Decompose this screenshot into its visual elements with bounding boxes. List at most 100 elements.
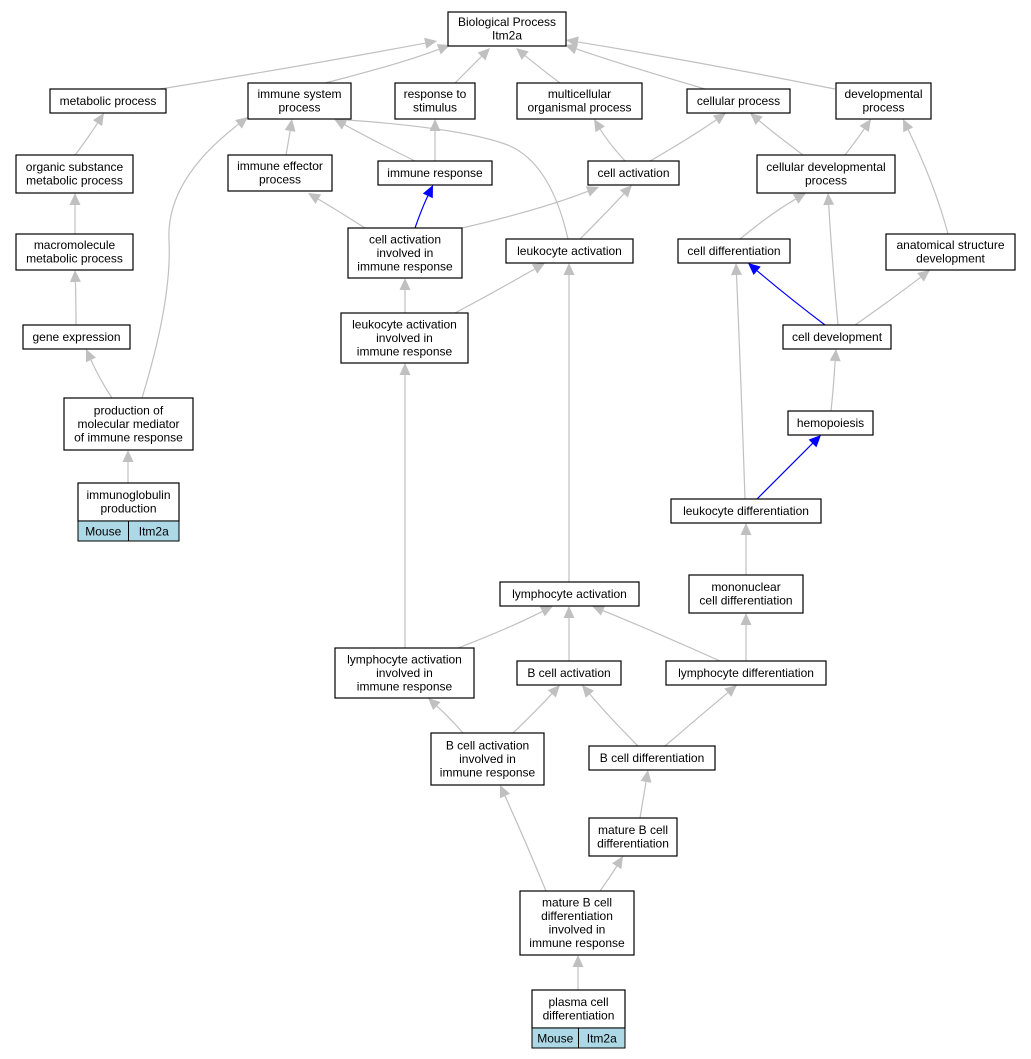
arrowhead	[592, 605, 606, 616]
node-box	[15, 154, 134, 194]
node-label-line: involved in	[376, 666, 433, 680]
go-term-node-ge[interactable]: gene expression	[22, 324, 131, 350]
go-term-node-lymd[interactable]: lymphocyte differentiation	[665, 660, 827, 686]
species-label: Mouse	[537, 1032, 573, 1046]
go-term-node-ca[interactable]: cell activation	[587, 160, 680, 186]
node-label-line: leukocyte activation	[517, 244, 622, 258]
node-label-line: process	[805, 174, 847, 188]
go-term-node-bca[interactable]: B cell activation	[516, 660, 622, 686]
edge-line	[512, 693, 553, 734]
node-label-line: response to	[404, 87, 467, 101]
go-term-node-cd[interactable]: cell differentiation	[677, 238, 791, 264]
go-term-node-bcd[interactable]: B cell differentiation	[588, 745, 716, 771]
arrowhead	[531, 263, 545, 274]
node-box	[670, 498, 822, 524]
edge-line	[756, 270, 826, 326]
go-term-node-ld[interactable]: leukocyte differentiation	[670, 498, 822, 524]
node-label-line: lymphocyte activation	[347, 652, 462, 666]
go-term-node-lyma[interactable]: lymphocyte activation	[499, 581, 640, 607]
node-label-line: lymphocyte differentiation	[678, 666, 814, 680]
arrowhead	[566, 36, 579, 48]
edge-line	[345, 119, 569, 240]
node-label-line: differentiation	[543, 1009, 615, 1023]
node-label-line: Itm2a	[492, 29, 522, 43]
edge-cair-to-ir	[414, 185, 433, 229]
node-box	[340, 312, 469, 364]
edge-line	[844, 128, 865, 156]
node-box	[835, 82, 932, 120]
node-box	[447, 11, 567, 47]
node-label-line: mononuclear	[711, 580, 780, 594]
node-label-line: immune system	[257, 87, 341, 101]
arrowhead	[917, 270, 930, 282]
node-box	[15, 233, 134, 271]
edge-rts-to-bp	[454, 48, 490, 84]
arrowhead	[547, 685, 560, 698]
node-label-line: process	[862, 101, 904, 115]
edge-line	[854, 276, 921, 326]
node-label-line: molecular mediator	[77, 417, 179, 431]
arrowhead	[859, 119, 871, 133]
go-term-node-hemo[interactable]: hemopoiesis	[787, 410, 874, 436]
edge-line	[576, 48, 706, 90]
node-label-line: involved in	[376, 331, 433, 345]
go-term-node-la[interactable]: leukocyte activation	[505, 238, 634, 264]
arrowhead	[284, 119, 296, 132]
edge-ld-to-cd	[731, 263, 746, 500]
edge-bca-to-lyma	[563, 606, 575, 661]
node-label-line: development	[916, 252, 985, 266]
go-term-node-mp[interactable]: metabolic process	[49, 88, 167, 114]
go-term-node-cp[interactable]: cellular process	[686, 88, 791, 114]
node-label-line: multicellular	[548, 87, 611, 101]
node-label-line: B cell activation	[446, 738, 529, 752]
node-box	[49, 88, 167, 114]
arrowhead	[539, 606, 553, 617]
node-label-line: immune response	[387, 166, 483, 180]
node-box	[516, 82, 643, 120]
edge-line	[756, 443, 813, 500]
node-label-line: hemopoiesis	[797, 416, 864, 430]
node-box	[63, 397, 194, 451]
go-term-node-cdev[interactable]: cell development	[782, 324, 892, 350]
edge-cdev-to-asd	[854, 270, 930, 326]
node-label-line: of immune response	[74, 430, 183, 444]
edge-line	[524, 55, 561, 84]
arrowhead	[122, 450, 134, 462]
edge-bcd-to-bca	[582, 685, 639, 747]
edge-mbcdir-to-bcair	[499, 785, 547, 892]
edge-cair-to-iep	[308, 193, 366, 229]
edge-line	[907, 129, 949, 235]
go-term-node-ir[interactable]: immune response	[377, 160, 493, 186]
arrowhead	[92, 113, 104, 127]
edge-line	[830, 360, 836, 412]
edge-line	[649, 119, 717, 162]
arrowhead	[428, 698, 441, 711]
node-label-line: immune effector	[237, 159, 323, 173]
edge-line	[739, 198, 796, 240]
node-label-line: leukocyte activation	[352, 317, 457, 331]
arrowhead	[563, 263, 575, 275]
node-label-line: Biological Process	[458, 15, 556, 29]
edge-line	[414, 195, 429, 229]
